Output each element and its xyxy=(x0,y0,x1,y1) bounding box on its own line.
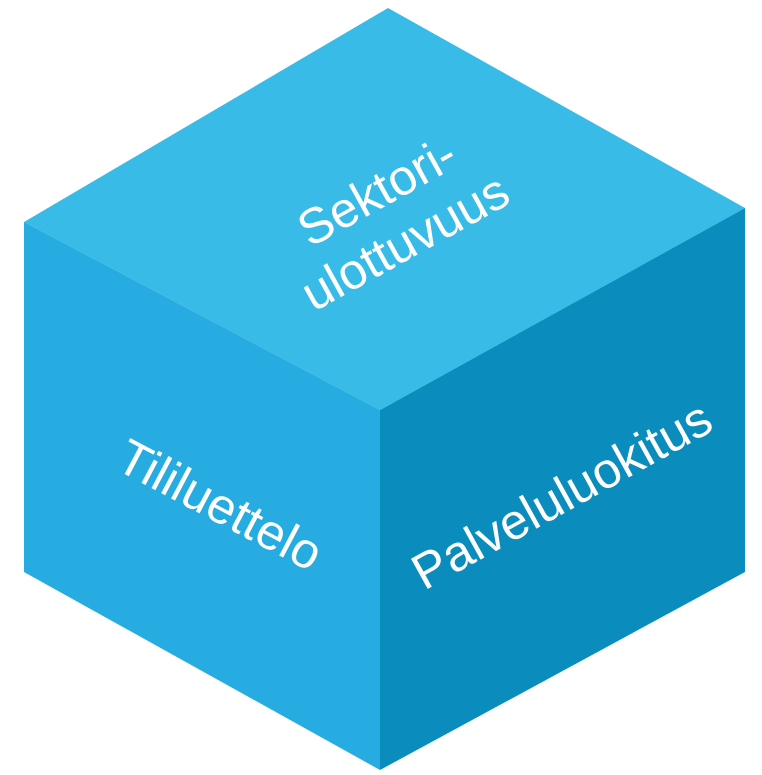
cube-top-face xyxy=(24,8,745,410)
cube-left-face xyxy=(24,222,380,770)
cube-right-face xyxy=(380,208,745,770)
